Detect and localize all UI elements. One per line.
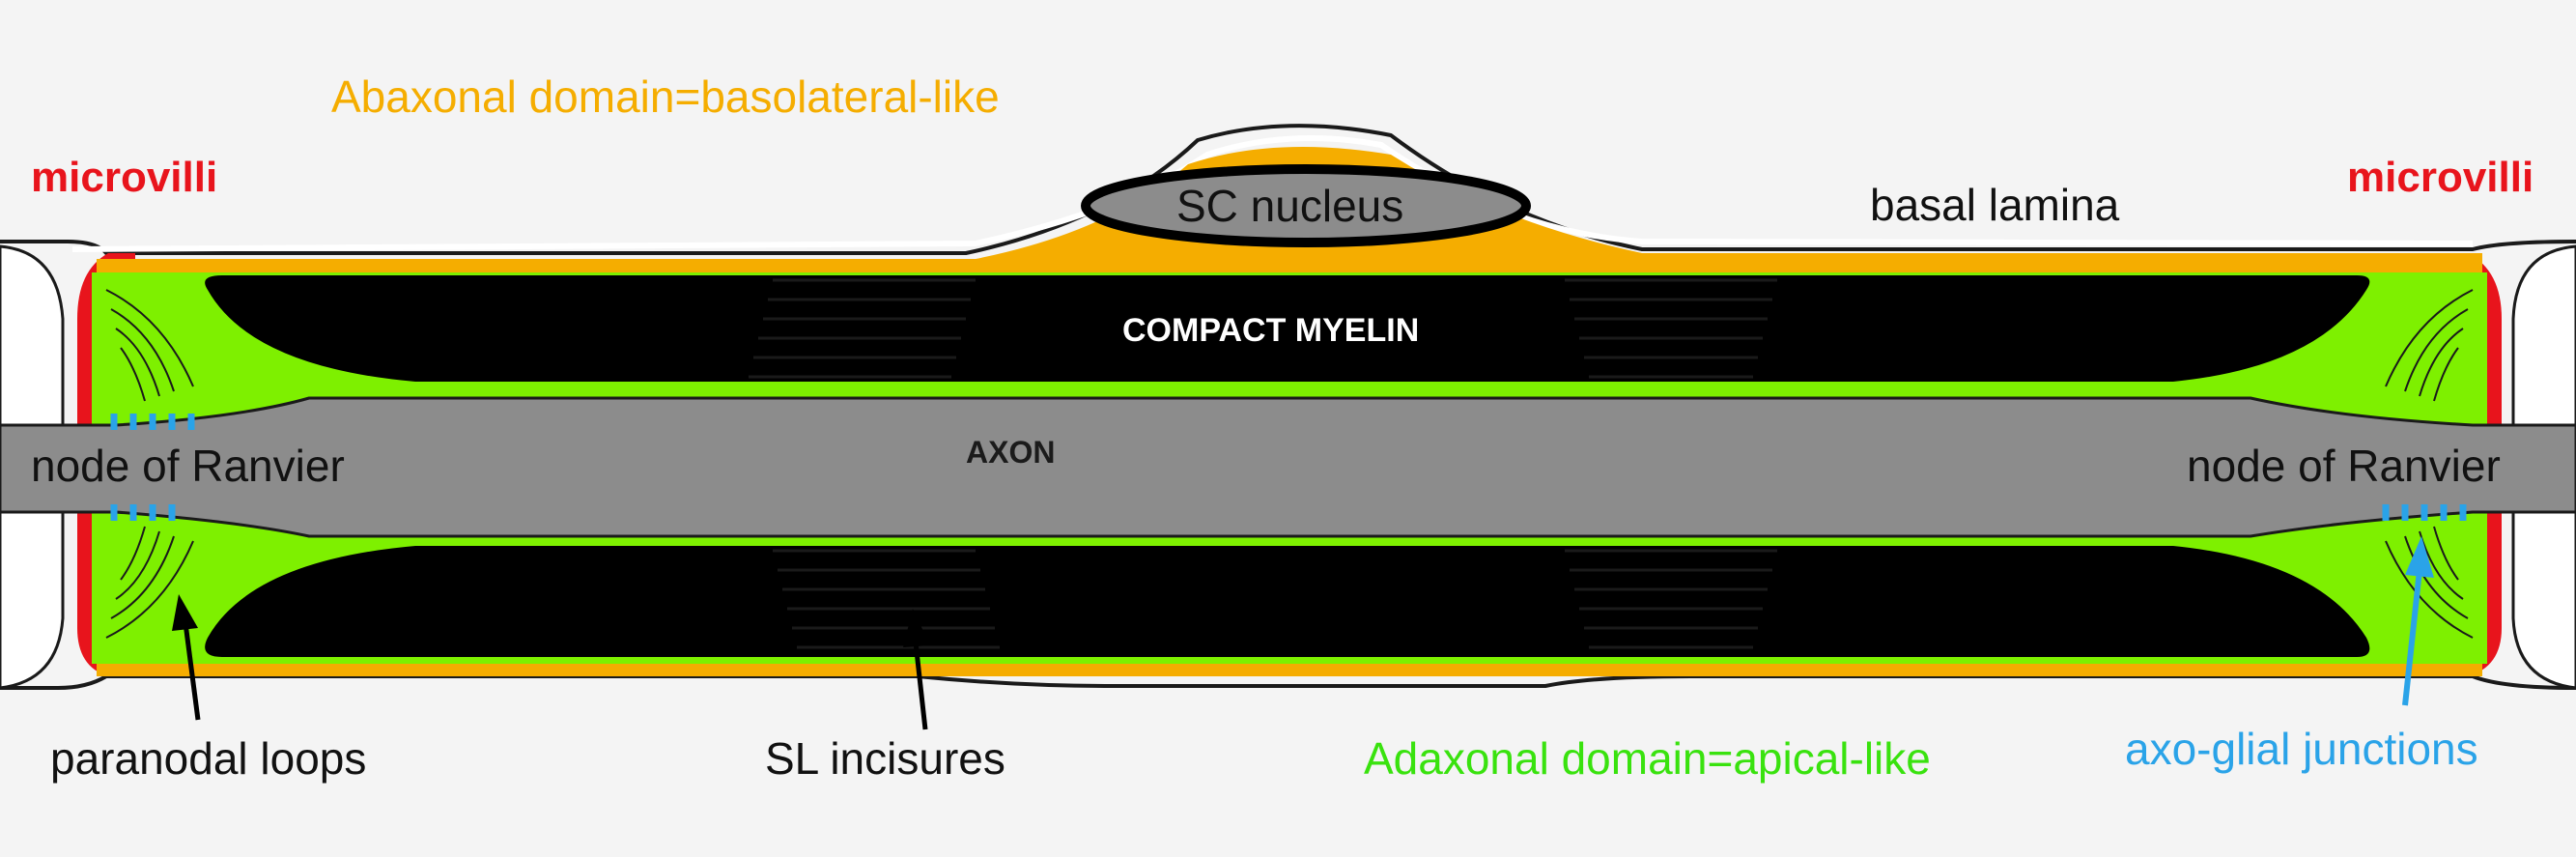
sl-incisure-right-top — [1565, 278, 1777, 379]
pointer-arrows — [172, 536, 2434, 730]
microvilli-right-label: microvilli — [2347, 154, 2534, 201]
compact-myelin-bottom — [205, 546, 2370, 657]
node-of-ranvier-left-label: node of Ranvier — [31, 441, 345, 491]
node-of-ranvier-right-label: node of Ranvier — [2187, 441, 2501, 491]
basal-lamina-outline-bottom — [0, 674, 2576, 690]
perinodal-space-left-bottom — [0, 510, 65, 690]
sc-nucleus-label: SC nucleus — [1176, 181, 1404, 231]
compact-myelin-label: COMPACT MYELIN — [1122, 312, 1420, 349]
perinodal-space-right-bottom — [2511, 510, 2576, 690]
sl-incisure-left-top — [749, 278, 976, 379]
microvilli-left-label: microvilli — [31, 154, 218, 201]
axon — [0, 396, 2576, 538]
basal-lamina-label: basal lamina — [1870, 180, 2120, 230]
paranodal-loops-label: paranodal loops — [50, 733, 367, 784]
perinodal-space-left — [0, 244, 65, 427]
sc-nucleus-shape — [1081, 164, 1531, 247]
axo-glial-junctions-right — [2382, 504, 2467, 521]
paranodal-loops-right — [2385, 289, 2474, 639]
abaxonal-domain-label: Abaxonal domain=basolateral-like — [331, 71, 1000, 122]
axo-glial-junctions-left — [110, 414, 195, 521]
adaxonal-domain-label: Adaxonal domain=apical-like — [1364, 733, 1931, 784]
sl-incisures-label: SL incisures — [765, 733, 1005, 784]
axo-glial-junctions-label: axo-glial junctions — [2125, 724, 2478, 774]
paranodal-loops-left — [105, 289, 194, 639]
sl-incisure-left-bottom — [773, 549, 1000, 649]
compact-myelin-top — [205, 275, 2370, 382]
axon-label: AXON — [966, 435, 1056, 470]
sl-incisure-right-bottom — [1565, 549, 1777, 649]
perinodal-space-right — [2511, 244, 2576, 427]
basal-lamina-outline — [0, 124, 2576, 255]
